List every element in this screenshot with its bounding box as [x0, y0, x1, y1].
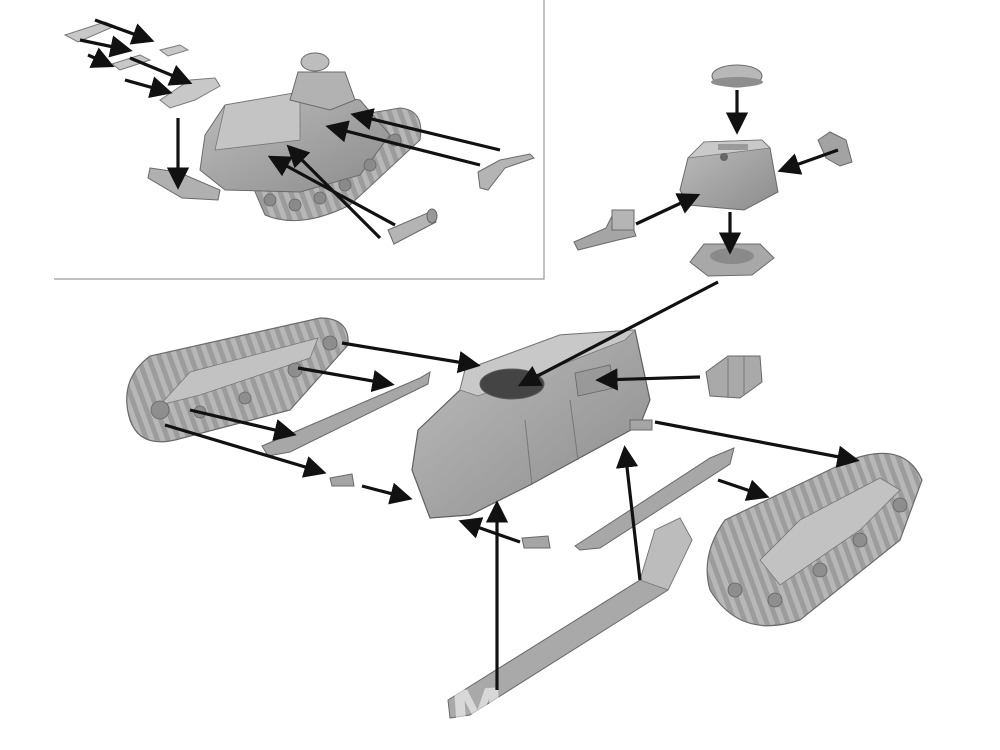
rear-ammo-box: [705, 355, 763, 399]
inset-frame: [54, 0, 545, 280]
inset-completed-tank: [199, 52, 422, 222]
turret: [679, 139, 779, 211]
left-track-assembly: [126, 317, 349, 443]
inset-arrows: [79, 18, 501, 240]
machine-gun: [573, 209, 637, 251]
inset-exhaust-pipe: [477, 153, 535, 191]
turret-hatch-right: [817, 131, 853, 167]
rear-axle-stud: [521, 419, 653, 549]
front-plate: [447, 517, 693, 719]
front-towing-hook: [329, 473, 355, 487]
inset-tow-bar: [387, 208, 438, 245]
hull: [411, 329, 651, 519]
turret-ring: [689, 243, 775, 277]
assembly-arrows: [164, 90, 860, 690]
turret-dome: [711, 64, 763, 88]
right-side-skirt: [574, 447, 735, 551]
right-track-assembly: [706, 452, 923, 627]
watermark-text: MODELL: [449, 662, 715, 743]
inset-frame-parts: [63, 21, 221, 109]
